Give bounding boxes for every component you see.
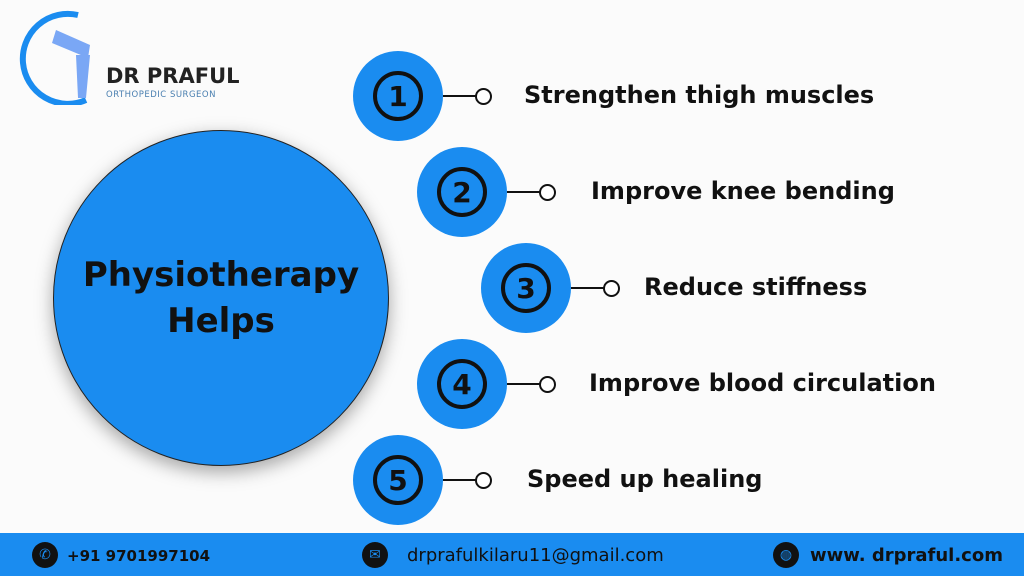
- step-number-badge: 1: [353, 51, 443, 141]
- step-number-badge: 4: [417, 339, 507, 429]
- connector-dot: [475, 472, 492, 489]
- footer-bar: [0, 533, 1024, 576]
- step-number-badge: 5: [353, 435, 443, 525]
- step-number: 3: [501, 263, 551, 313]
- step-number: 5: [373, 455, 423, 505]
- email-icon: ✉: [362, 542, 388, 568]
- connector-dot: [603, 280, 620, 297]
- step-number: 4: [437, 359, 487, 409]
- footer-email[interactable]: drprafulkilaru11@gmail.com: [407, 545, 664, 566]
- center-circle: Physiotherapy Helps: [53, 130, 389, 466]
- step-number-badge: 3: [481, 243, 571, 333]
- connector-dot: [539, 376, 556, 393]
- connector-line: [507, 191, 540, 193]
- center-title: Physiotherapy Helps: [82, 255, 360, 341]
- globe-icon: ◍: [773, 542, 799, 568]
- step-label: Improve knee bending: [591, 177, 895, 205]
- logo-subtitle: ORTHOPEDIC SURGEON: [106, 90, 216, 100]
- phone-icon: ✆: [32, 542, 58, 568]
- connector-line: [571, 287, 604, 289]
- connector-dot: [475, 88, 492, 105]
- connector-line: [443, 479, 476, 481]
- step-label: Reduce stiffness: [644, 273, 868, 301]
- step-number-badge: 2: [417, 147, 507, 237]
- step-label: Speed up healing: [527, 465, 763, 493]
- step-number: 1: [373, 71, 423, 121]
- logo-name: DR PRAFUL: [106, 64, 240, 88]
- step-number: 2: [437, 167, 487, 217]
- connector-line: [443, 95, 476, 97]
- footer-website[interactable]: www. drpraful.com: [810, 545, 1003, 566]
- step-label: Strengthen thigh muscles: [524, 81, 875, 109]
- connector-dot: [539, 184, 556, 201]
- connector-line: [507, 383, 540, 385]
- footer-phone[interactable]: +91 9701997104: [67, 547, 211, 565]
- step-label: Improve blood circulation: [589, 369, 936, 397]
- knee-logo-icon: [19, 10, 90, 105]
